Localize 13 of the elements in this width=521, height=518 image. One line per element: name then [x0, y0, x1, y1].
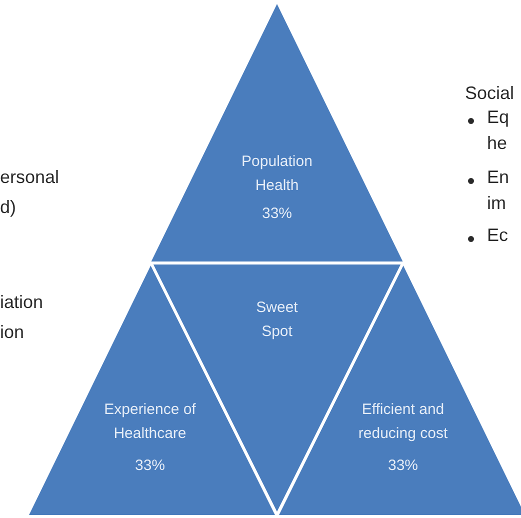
text-fragment: Social — [465, 82, 516, 105]
bullet-item: Ec — [487, 224, 510, 247]
text-fragment: iation ion — [0, 291, 44, 344]
bullet-item: En im — [487, 166, 510, 215]
bullet-item: Eq he — [487, 106, 510, 155]
segment-label: Population Health — [240, 152, 314, 196]
percentage-label: 33% — [262, 204, 292, 224]
percentage-label: 33% — [388, 456, 418, 476]
text-fragment: ersonal d) — [0, 166, 60, 219]
segment-label: Experience of Healthcare — [104, 400, 196, 444]
segment-label: Efficient and reducing cost — [357, 400, 449, 444]
percentage-label: 33% — [134, 456, 166, 476]
segment-label: Sweet Spot — [255, 298, 299, 342]
